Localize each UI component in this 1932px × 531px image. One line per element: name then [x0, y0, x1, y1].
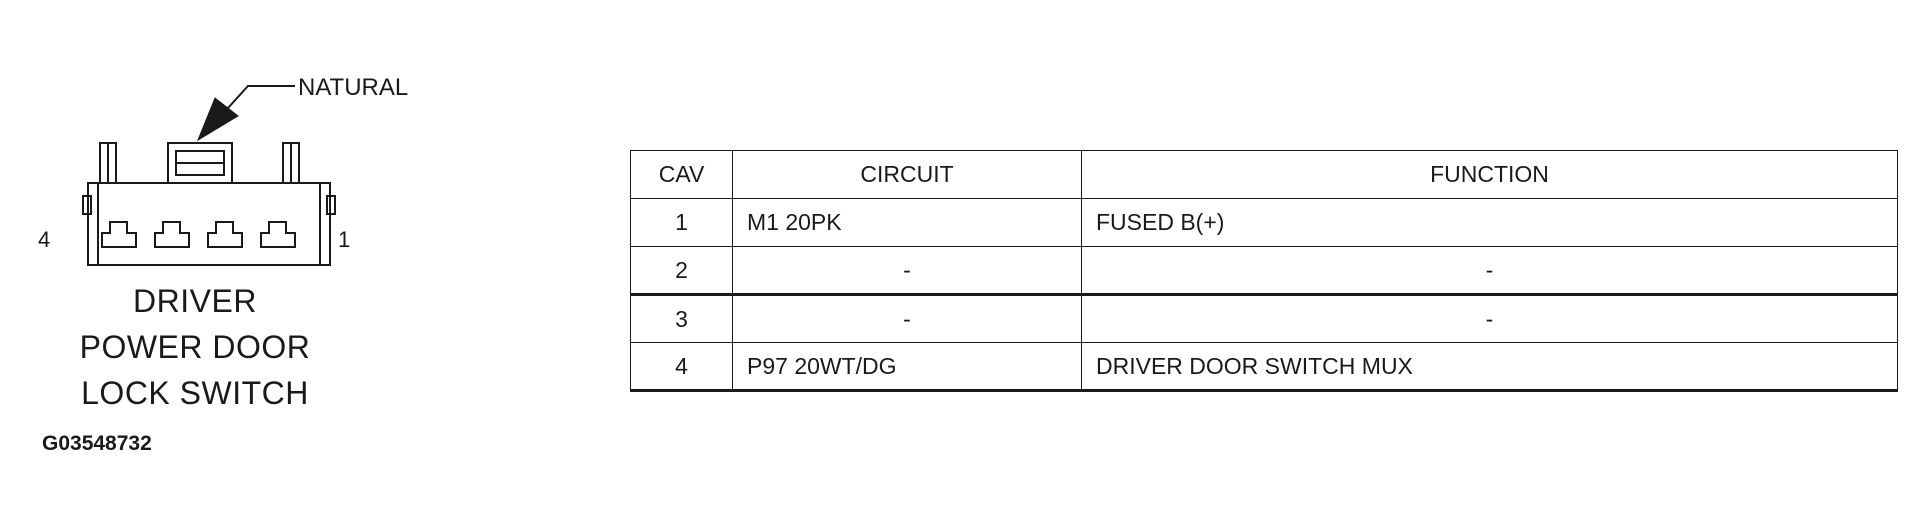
cell-circuit: -: [732, 246, 1082, 296]
cavity-3: [154, 221, 190, 248]
connector-diagram: NATURAL 4 1: [38, 74, 408, 266]
connector-title-line-2: POWER DOOR: [79, 329, 311, 365]
connector-title-line-3: LOCK SWITCH: [81, 375, 309, 411]
connector-title-line-1: DRIVER: [133, 283, 257, 319]
cavity-4: [101, 221, 137, 248]
cell-function: FUSED B(+): [1081, 198, 1898, 247]
cell-cav: 1: [630, 198, 733, 247]
table-row: 1 M1 20PK FUSED B(+): [630, 198, 1898, 247]
table-row: 2 - -: [630, 246, 1898, 296]
cell-function: DRIVER DOOR SWITCH MUX: [1081, 342, 1898, 392]
figure-id: G03548732: [42, 432, 152, 455]
pin-right-label: 1: [338, 227, 350, 252]
cell-circuit: P97 20WT/DG: [732, 342, 1082, 392]
table-header-row: CAV CIRCUIT FUNCTION: [630, 150, 1898, 199]
cell-circuit: M1 20PK: [732, 198, 1082, 247]
cavity-2: [207, 221, 243, 248]
cell-cav: 4: [630, 342, 733, 392]
cell-function: -: [1081, 246, 1898, 296]
pin-left-label: 4: [38, 227, 50, 252]
cell-function: -: [1081, 294, 1898, 343]
callout-arrowhead: [196, 97, 239, 142]
table-row: 4 P97 20WT/DG DRIVER DOOR SWITCH MUX: [630, 342, 1898, 392]
cavity-1: [260, 221, 296, 248]
header-cav: CAV: [630, 150, 733, 199]
table-row: 3 - -: [630, 294, 1898, 343]
connector-drawing: [82, 85, 336, 266]
cell-cav: 3: [630, 294, 733, 343]
header-circuit: CIRCUIT: [732, 150, 1082, 199]
header-function: FUNCTION: [1081, 150, 1898, 199]
cell-circuit: -: [732, 294, 1082, 343]
pinout-table: CAV CIRCUIT FUNCTION 1 M1 20PK FUSED B(+…: [630, 150, 1898, 392]
connector-body: [87, 182, 331, 266]
callout-leader: [227, 85, 295, 109]
cell-cav: 2: [630, 246, 733, 296]
callout-label: NATURAL: [298, 74, 408, 101]
